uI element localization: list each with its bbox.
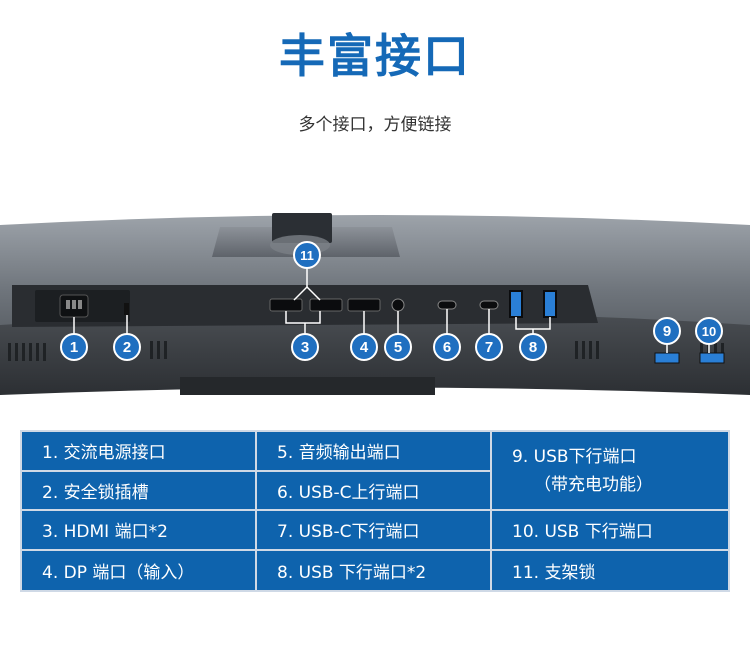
callout-11-label: 11	[300, 248, 314, 263]
callout-7-label: 7	[485, 339, 493, 356]
port-item-2: 2. 安全锁插槽	[22, 471, 257, 511]
port-item-9-label: 9. USB下行端口	[512, 446, 637, 467]
port-item-11: 11. 支架锁	[512, 562, 596, 583]
port-item-9-note: （带充电功能）	[534, 474, 653, 495]
port-item-1: 1. 交流电源接口	[22, 432, 257, 472]
callout-10: 10	[695, 317, 723, 345]
port-recess	[12, 285, 598, 327]
callout-8-label: 8	[529, 339, 537, 356]
page-title: 丰富接口	[279, 29, 471, 83]
callout-10-label: 10	[702, 324, 716, 339]
port-item-9: 9. USB下行端口 （带充电功能）	[492, 432, 728, 511]
callout-3: 3	[291, 333, 319, 361]
callout-6: 6	[433, 333, 461, 361]
callout-3-label: 3	[301, 339, 309, 356]
port-item-8: 8. USB 下行端口*2	[257, 550, 492, 590]
callout-6-label: 6	[443, 339, 451, 356]
callout-1: 1	[60, 333, 88, 361]
callout-4-label: 4	[360, 339, 369, 356]
callout-8: 8	[519, 333, 547, 361]
ports-table: 1. 交流电源接口 5. 音频输出端口 9. USB下行端口 （带充电功能） 2…	[20, 430, 730, 592]
stand-lock	[272, 213, 332, 243]
page-subtitle: 多个接口，方便链接	[298, 115, 452, 135]
callout-11: 11	[293, 241, 321, 269]
port-item-3: 3. HDMI 端口*2	[22, 511, 257, 551]
monitor-illustration: 1 2 3 4 5 6 7 8 9 10 11	[0, 213, 750, 395]
callout-5-label: 5	[394, 339, 402, 356]
callout-7: 7	[475, 333, 503, 361]
callout-9: 9	[653, 317, 681, 345]
callout-1-label: 1	[70, 339, 78, 356]
port-item-10: 10. USB 下行端口	[492, 511, 728, 551]
callout-4: 4	[350, 333, 378, 361]
callout-9-label: 9	[663, 323, 671, 340]
callout-2-label: 2	[123, 339, 131, 356]
vent-left	[8, 341, 167, 361]
callout-2: 2	[113, 333, 141, 361]
port-item-7: 7. USB-C下行端口	[257, 511, 492, 551]
monitor-ports-illustration: 1 2 3 4 5 6 7 8 9 10 11	[0, 205, 750, 430]
port-item-5: 5. 音频输出端口	[257, 432, 492, 472]
port-item-4: 4. DP 端口（输入）	[22, 550, 257, 590]
callout-5: 5	[384, 333, 412, 361]
port-item-6: 6. USB-C上行端口	[257, 471, 492, 511]
